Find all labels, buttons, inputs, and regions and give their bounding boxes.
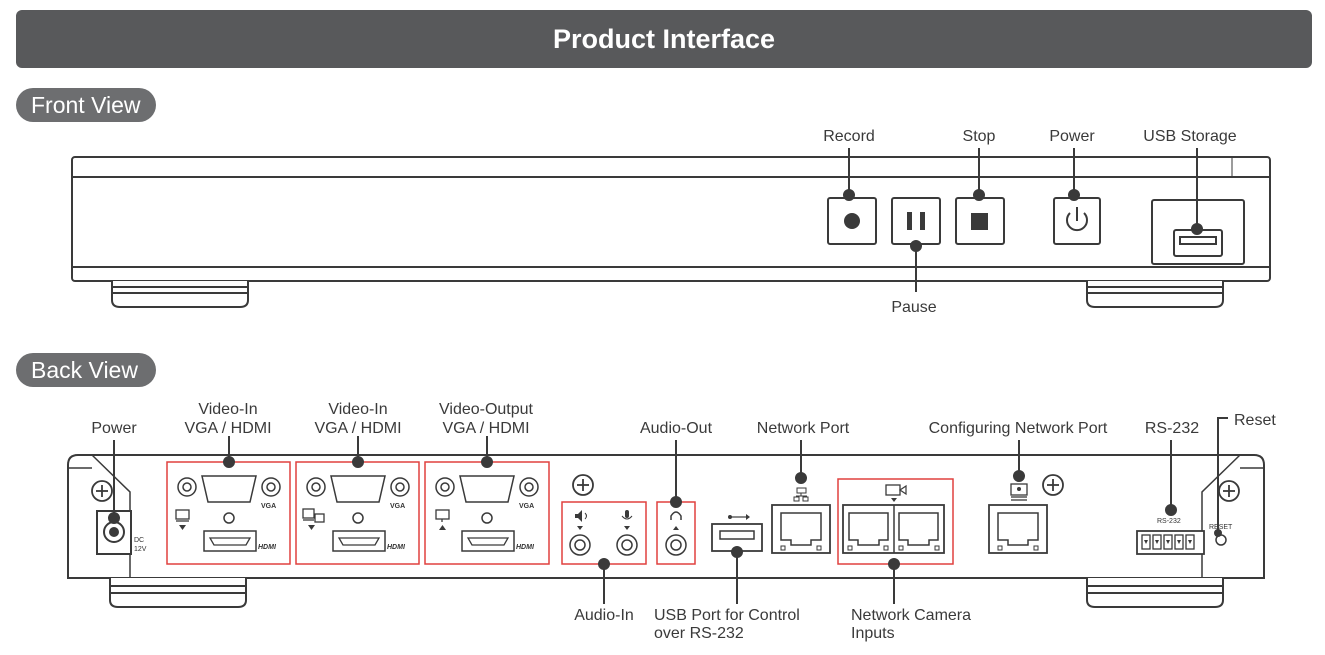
back-view-heading: Back View [16,353,156,387]
label-pause: Pause [891,299,937,316]
video-out-ports [424,461,550,565]
label-video-out-sub: VGA / HDMI [442,420,530,437]
label-network-camera-sub: Inputs [851,625,895,642]
front-foot-right [1086,281,1224,308]
back-leader-lines [108,417,1228,604]
label-network-camera: Network Camera [851,607,972,624]
audio-out-port [656,501,696,565]
back-foot-right [1086,578,1224,608]
label-back-power: Power [91,420,137,437]
label-usb-storage: USB Storage [1143,128,1237,145]
label-video-in-2-sub: VGA / HDMI [314,420,402,437]
network-camera-ports [837,478,954,565]
hdmi-text: HDMI [516,544,534,551]
dc-voltage-text: 12V [134,546,147,553]
label-network-port: Network Port [756,420,850,437]
label-usb-control-sub: over RS-232 [654,625,744,642]
stop-button [955,197,1005,245]
label-audio-in: Audio-In [574,607,634,624]
hdmi-text: HDMI [387,544,405,551]
back-device-body [67,454,1265,579]
hdmi-text: HDMI [258,544,276,551]
vga-text: VGA [390,503,406,510]
front-foot-left [111,281,249,308]
front-view-heading: Front View [16,88,156,122]
config-network-port [988,483,1048,554]
label-config-network-port: Configuring Network Port [928,420,1108,437]
reset-small-text: RESET [1209,524,1233,531]
label-record: Record [823,128,875,145]
network-port [771,487,831,554]
pause-button [891,197,941,245]
page-title: Product Interface [16,10,1312,68]
front-device-body [71,156,1271,282]
rs232-small-text: RS-232 [1157,518,1181,525]
rs232-terminal [1136,530,1205,555]
record-button [827,197,877,245]
front-leader-lines [843,148,1203,292]
video-in-2-ports [295,461,420,565]
label-video-in-1: Video-In [198,401,258,418]
label-video-in-2: Video-In [328,401,388,418]
screw-icon [91,474,1240,502]
label-power: Power [1049,128,1095,145]
vga-text: VGA [519,503,535,510]
label-audio-out: Audio-Out [639,420,713,437]
label-stop: Stop [962,128,996,145]
label-usb-control: USB Port for Control [654,607,800,624]
label-video-out: Video-Output [439,401,533,418]
label-reset: Reset [1234,412,1276,429]
label-rs232: RS-232 [1144,420,1200,437]
label-video-in-1-sub: VGA / HDMI [184,420,272,437]
vga-text: VGA [261,503,277,510]
dc-text: DC [134,537,145,544]
power-button [1053,197,1101,245]
back-foot-left [109,578,247,608]
